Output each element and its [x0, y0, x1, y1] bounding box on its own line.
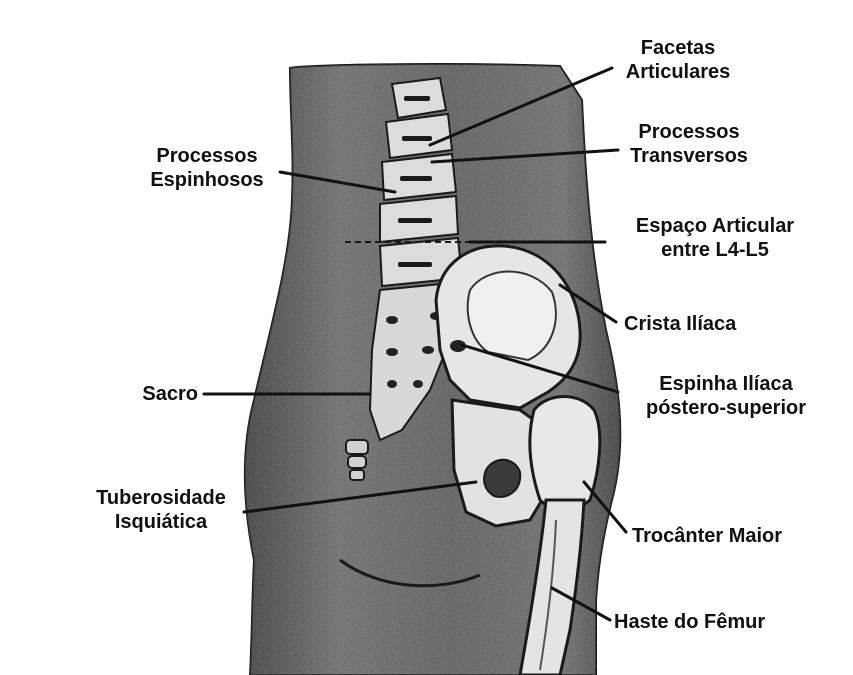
obturator-foramen: [484, 460, 520, 497]
label-sacro: Sacro: [112, 382, 198, 406]
label-espinhosos-line1: Processos: [132, 144, 282, 168]
ilium-inner-wing: [468, 272, 556, 361]
label-espaco-line1: Espaço Articular: [610, 214, 820, 238]
label-haste-femur: Haste do Fêmur: [614, 610, 765, 634]
label-transversos-line2: Transversos: [614, 144, 764, 168]
label-tuberosidade-isquiatica: Tuberosidade Isquiática: [72, 486, 250, 534]
label-trocanter-text: Trocânter Maior: [632, 524, 782, 548]
label-espinha-iliaca: Espinha Ilíaca póstero-superior: [620, 372, 832, 420]
label-transversos-line1: Processos: [614, 120, 764, 144]
label-facetas-line1: Facetas: [608, 36, 748, 60]
label-tuberosidade-line1: Tuberosidade: [72, 486, 250, 510]
label-tuberosidade-line2: Isquiática: [72, 510, 250, 534]
label-espinha-line1: Espinha Ilíaca: [620, 372, 832, 396]
label-espaco-articular: Espaço Articular entre L4-L5: [610, 214, 820, 262]
coccyx-bone: [346, 440, 368, 480]
label-espaco-line2: entre L4-L5: [610, 238, 820, 262]
label-espinha-line2: póstero-superior: [620, 396, 832, 420]
label-facetas-articulares: Facetas Articulares: [608, 36, 748, 84]
label-processos-espinhosos: Processos Espinhosos: [132, 144, 282, 192]
label-facetas-line2: Articulares: [608, 60, 748, 84]
label-sacro-text: Sacro: [112, 382, 198, 406]
label-processos-transversos: Processos Transversos: [614, 120, 764, 168]
label-trocanter-maior: Trocânter Maior: [632, 524, 782, 548]
label-espinhosos-line2: Espinhosos: [132, 168, 282, 192]
label-crista-text: Crista Ilíaca: [624, 312, 736, 336]
label-crista-iliaca: Crista Ilíaca: [624, 312, 736, 336]
label-haste-text: Haste do Fêmur: [614, 610, 765, 634]
